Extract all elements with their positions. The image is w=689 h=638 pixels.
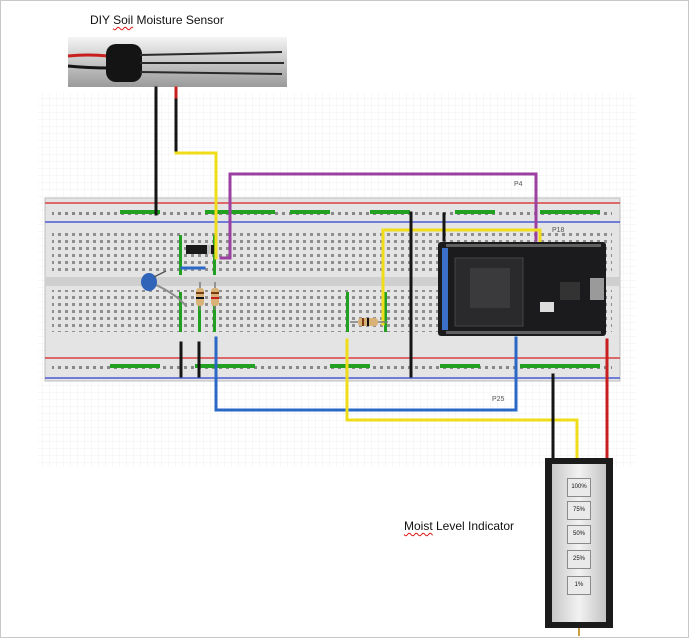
indicator-title-moist: Moist	[404, 519, 433, 533]
diode	[186, 245, 214, 254]
resistor-3	[350, 318, 388, 326]
wire-yellow-p18	[381, 228, 542, 326]
sensor-title-soil: Soil	[113, 13, 134, 27]
indicator-level-75: 75%	[567, 501, 591, 520]
capacitor	[141, 270, 167, 291]
indicator-title-suffix: Level Indicator	[432, 519, 515, 533]
sensor-title-suffix: Moisture Sensor	[133, 13, 224, 27]
wire-yellow-sensor	[174, 151, 218, 260]
resistor-2	[211, 282, 219, 310]
wires	[152, 86, 609, 460]
indicator-level-1: 1%	[567, 576, 591, 595]
sensor-title: DIY Soil Moisture Sensor	[90, 13, 224, 27]
wire-blue-p25	[214, 336, 518, 412]
esp32-board	[438, 242, 606, 336]
pin-label-p25: P25	[492, 396, 505, 403]
indicator-level-100: 100%	[567, 478, 591, 497]
indicator-level-25: 25%	[567, 550, 591, 569]
wire-yellow-indicator	[345, 338, 579, 460]
resistor-1	[196, 282, 204, 310]
wire-gray-cap	[152, 282, 188, 308]
indicator-title: Moist Level Indicator	[404, 519, 514, 533]
soil-sensor-photo	[67, 37, 287, 87]
wire-purple-p4	[219, 172, 538, 260]
pin-label-p4: P4	[514, 181, 523, 188]
sensor-title-prefix: DIY	[90, 13, 114, 27]
pin-label-p18: P18	[552, 227, 565, 234]
indicator-level-50: 50%	[567, 525, 591, 544]
